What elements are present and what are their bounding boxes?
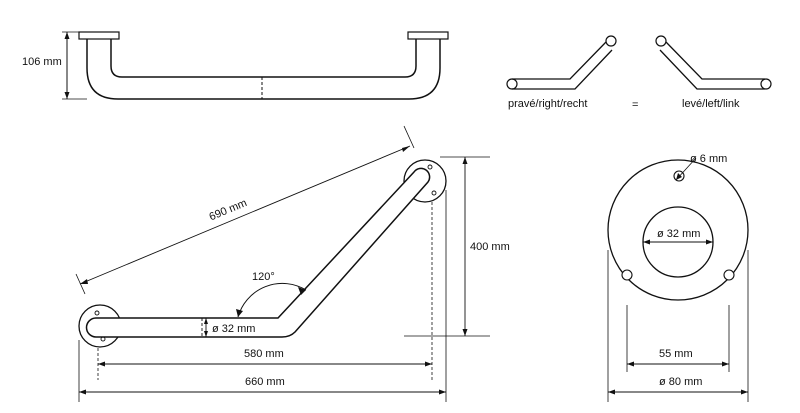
right-variant-end-left <box>506 78 518 90</box>
dim-55-arrow-left <box>627 361 634 367</box>
bar-outline-inner <box>110 39 417 78</box>
flange-hole-right <box>723 269 735 281</box>
dim-660-arrow-right <box>439 389 446 395</box>
dim-400-arrow-bottom <box>462 329 468 336</box>
dim-580-label: 580 mm <box>244 348 284 360</box>
dim-55-arrow-right <box>722 361 729 367</box>
dim-690-arrow-left <box>80 279 88 284</box>
dim-55-label: 55 mm <box>659 348 693 360</box>
dim-690-line <box>79 145 411 285</box>
bar-diameter-arrow-bottom <box>204 331 208 337</box>
right-variant-bar <box>512 41 613 90</box>
dim-400-label: 400 mm <box>470 241 510 253</box>
top-flange-screw-top <box>427 164 433 170</box>
bottom-flange-screw-top <box>94 310 100 316</box>
dim-106-label: 106 mm <box>22 56 62 68</box>
bar-outline-outer <box>86 39 441 100</box>
dim-580-arrow-right <box>425 361 432 367</box>
dim-690-tick-right <box>403 125 415 149</box>
dim-106-arrow-bottom <box>64 92 70 99</box>
hole-6-label: ø 6 mm <box>690 153 727 165</box>
left-variant-label: levé/left/link <box>682 98 740 110</box>
bore-dim-arrow-right <box>706 239 713 245</box>
angle-arc <box>237 282 307 318</box>
plan-view: 120° ø 32 mm 690 mm 400 mm 580 mm <box>75 125 510 402</box>
angle-arc-arrow-left <box>236 309 243 317</box>
angled-bar <box>85 167 431 338</box>
dim-660-label: 660 mm <box>245 376 285 388</box>
top-flange-screw-bottom <box>431 190 437 196</box>
dim-690-arrow-right <box>402 146 410 152</box>
right-variant-label: pravé/right/recht <box>508 98 587 110</box>
left-variant-end-top <box>655 35 667 47</box>
right-variant-end-top <box>605 35 617 47</box>
bore-dim-arrow-left <box>643 239 650 245</box>
left-flange-side <box>78 31 120 40</box>
bar-diameter-arrow-top <box>204 318 208 324</box>
angle-label: 120° <box>252 271 275 283</box>
equals-sign: = <box>632 99 638 111</box>
hole-leader-arrow <box>676 173 682 180</box>
dim-106-arrow-top <box>64 32 70 39</box>
flange-hole-left <box>621 269 633 281</box>
dim-660-arrow-left <box>79 389 86 395</box>
variant-right-view: pravé/right/recht <box>506 35 617 110</box>
left-variant-bar <box>659 41 765 90</box>
right-flange-side <box>407 31 449 40</box>
angle-arc-arrow-right <box>298 287 306 295</box>
dim-80-arrow-right <box>741 389 748 395</box>
dim-80-label: ø 80 mm <box>659 376 702 388</box>
flange-detail-view: ø 6 mm ø 32 mm 55 mm ø 80 mm <box>607 153 749 402</box>
bar-diameter-label: ø 32 mm <box>212 323 255 335</box>
bore-32-label: ø 32 mm <box>657 228 700 240</box>
variant-left-view: levé/left/link <box>655 35 772 110</box>
dim-80-arrow-left <box>608 389 615 395</box>
side-elevation-view: 106 mm <box>22 31 449 100</box>
dim-400-arrow-top <box>462 157 468 164</box>
left-variant-end-right <box>760 78 772 90</box>
dim-580-arrow-left <box>98 361 105 367</box>
dim-690-label: 690 mm <box>207 197 248 223</box>
